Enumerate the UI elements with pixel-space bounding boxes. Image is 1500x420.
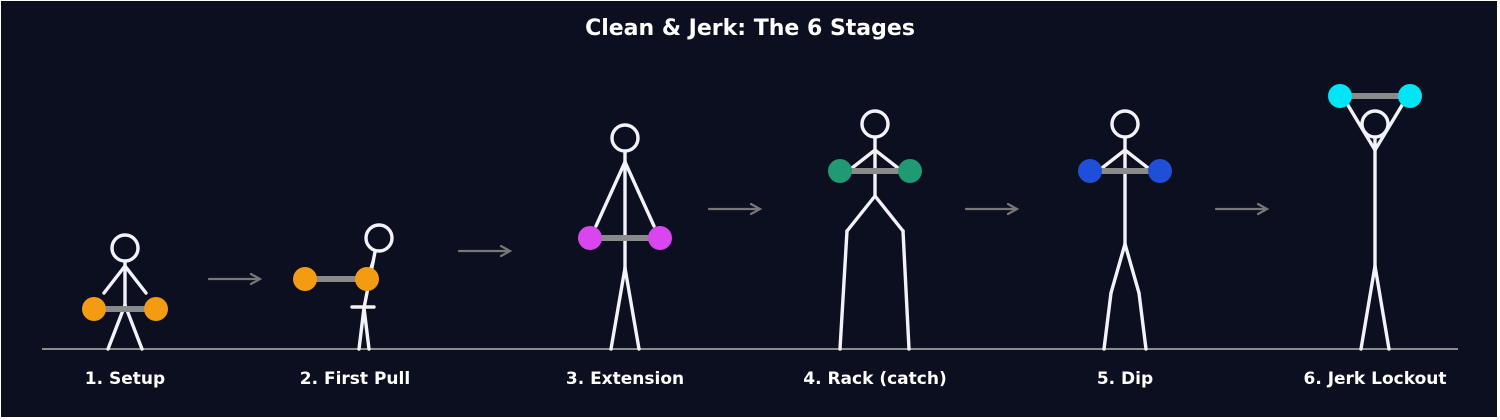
arrow-icon — [207, 272, 263, 286]
stage-6-jerk-lockout-figure — [1328, 84, 1422, 351]
plate-left — [293, 267, 317, 291]
stage-label: 3. Extension — [566, 369, 684, 389]
plate-left — [1078, 159, 1102, 183]
plate-left — [578, 226, 602, 250]
arrow-icon — [1214, 202, 1270, 216]
stage-label: 5. Dip — [1097, 369, 1153, 389]
stage-3-extension-figure — [578, 123, 672, 351]
stage-2-first-pull-figure — [293, 223, 394, 351]
plate-left — [1328, 84, 1352, 108]
plate-right — [648, 226, 672, 250]
stage-4-rack-figure — [828, 109, 922, 351]
plate-right — [1148, 159, 1172, 183]
plate-left — [82, 297, 106, 321]
plate-right — [355, 267, 379, 291]
plate-left — [828, 159, 852, 183]
stage-label: 2. First Pull — [300, 369, 410, 389]
diagram-title: Clean & Jerk: The 6 Stages — [585, 16, 915, 41]
arrow-icon — [457, 244, 513, 258]
stage-label: 4. Rack (catch) — [803, 369, 946, 389]
plate-right — [1398, 84, 1422, 108]
stage-5-dip-figure — [1078, 109, 1172, 351]
arrow-icon — [707, 202, 763, 216]
stage-label: 1. Setup — [85, 369, 165, 389]
plate-right — [144, 297, 168, 321]
stage-label: 6. Jerk Lockout — [1303, 369, 1446, 389]
stage-1-setup-figure — [82, 233, 168, 351]
plate-right — [898, 159, 922, 183]
arrow-icon — [964, 202, 1020, 216]
